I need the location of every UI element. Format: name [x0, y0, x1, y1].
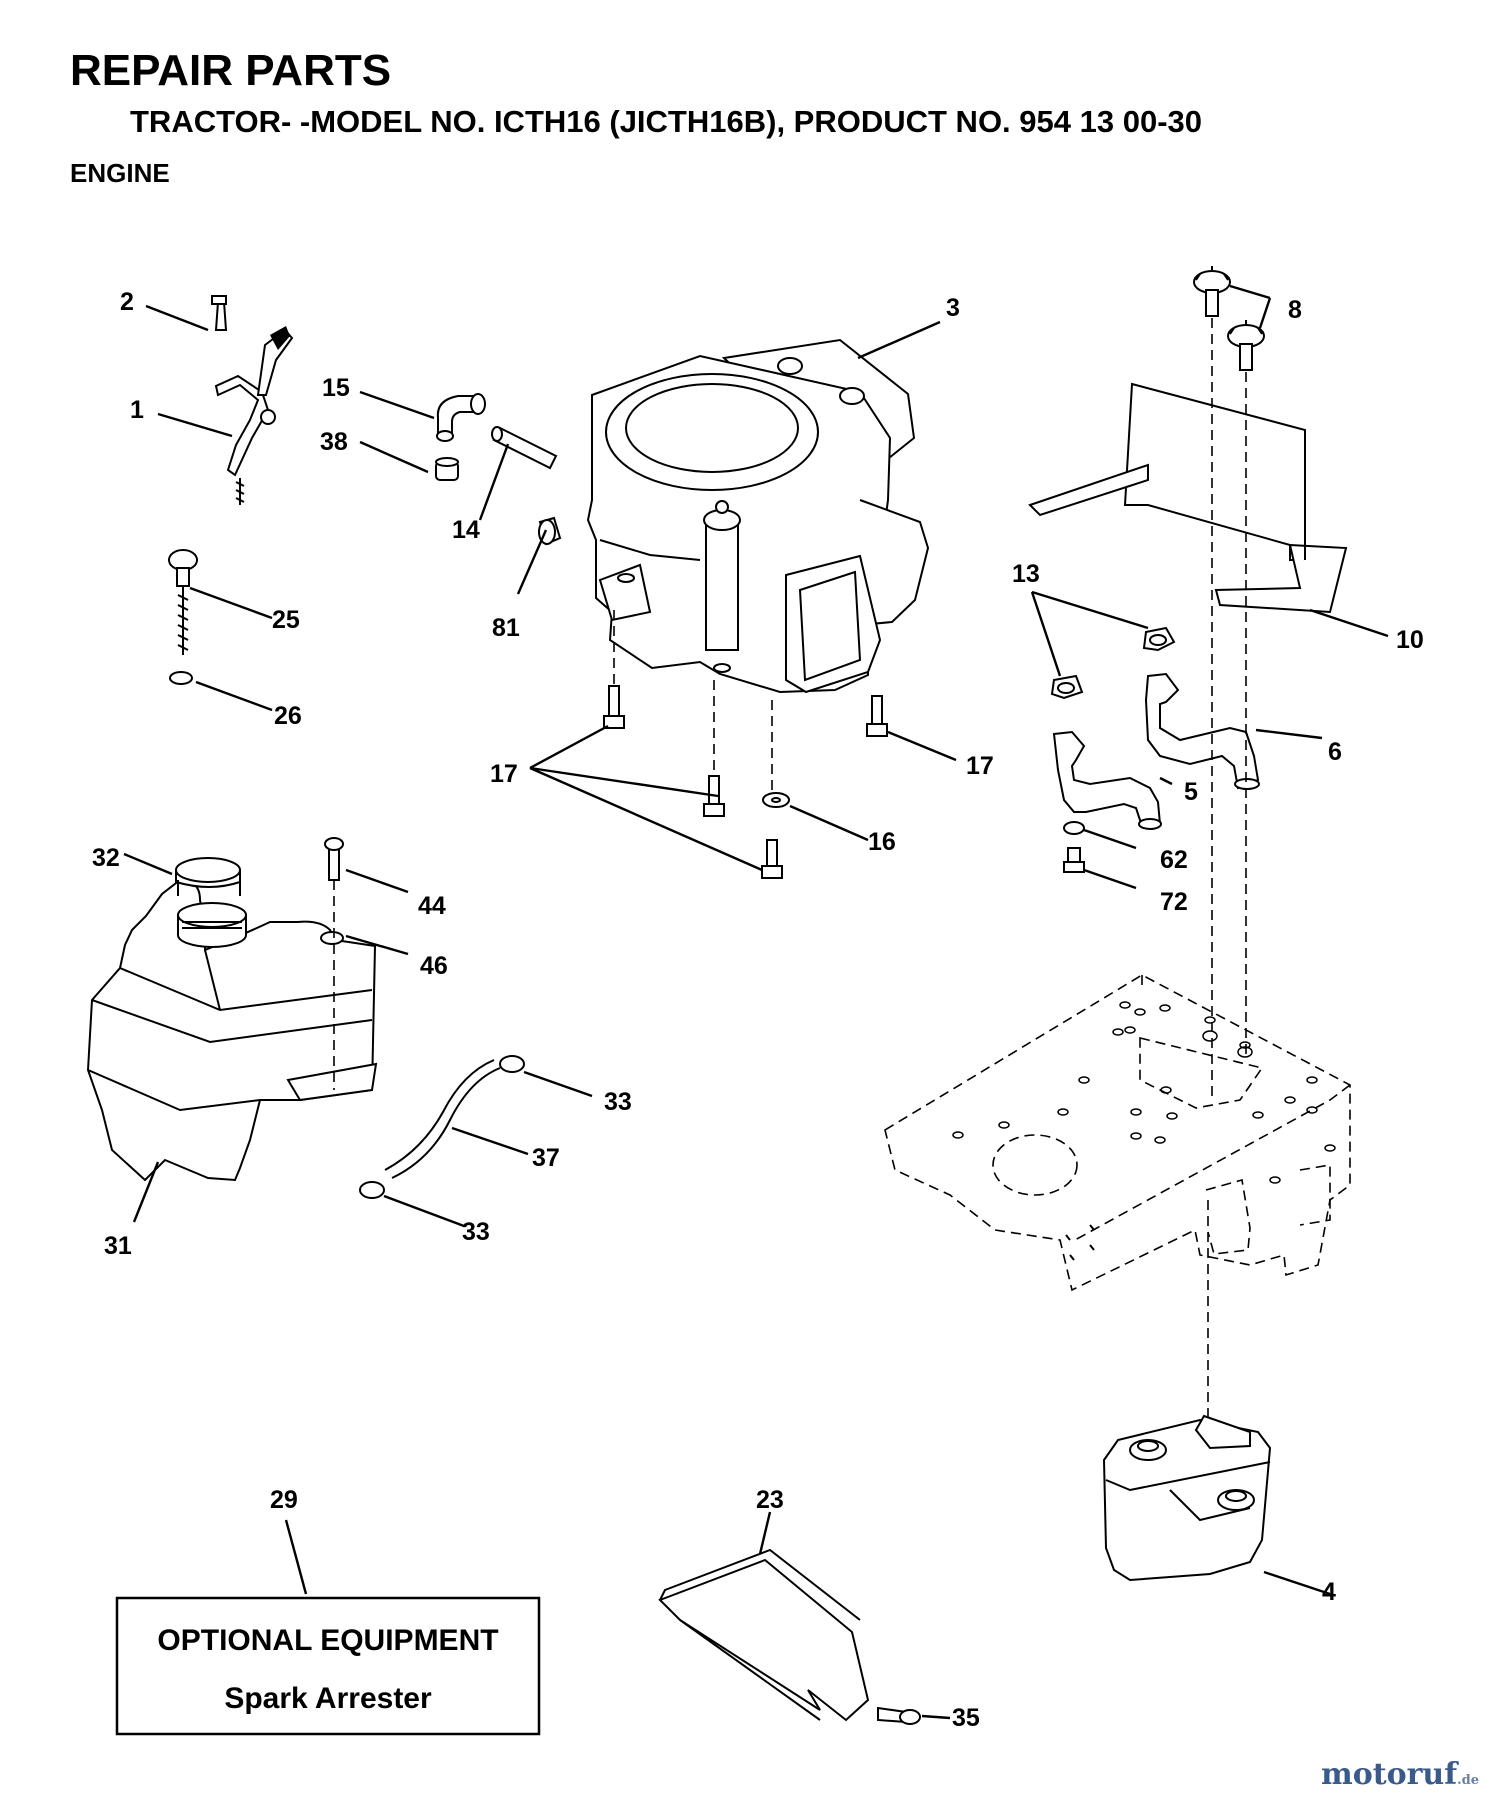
- shield-screws-part: [1193, 266, 1265, 371]
- engine-bolts-part: [603, 610, 888, 879]
- muffler-part: [1102, 1200, 1272, 1582]
- callout-38: 38: [320, 428, 348, 456]
- model-subtitle: TRACTOR- -MODEL NO. ICTH16 (JICTH16B), P…: [130, 104, 1202, 139]
- watermark-logo: motoruf.de: [1321, 1757, 1479, 1792]
- callout-3: 3: [946, 294, 960, 322]
- callout-5: 5: [1184, 778, 1198, 806]
- fuel-fittings-part: [435, 393, 607, 546]
- page-title: REPAIR PARTS: [70, 46, 392, 95]
- callout-8: 8: [1288, 296, 1302, 324]
- callout-62: 62: [1160, 846, 1188, 874]
- exhaust-pipes-part: [1050, 626, 1260, 873]
- throttle-control-part: [211, 295, 294, 505]
- callout-17a: 17: [490, 760, 518, 788]
- callout-labels: 2 1 3 15 38 14 81 8 13 10 6 5 62 72 25 2…: [92, 288, 1424, 1732]
- callout-33b: 33: [462, 1218, 490, 1246]
- heat-shield-part: [1028, 382, 1348, 614]
- callout-6: 6: [1328, 738, 1342, 766]
- tractor-frame-outline: [884, 974, 1351, 1292]
- callout-17b: 17: [966, 752, 994, 780]
- optional-equipment-heading: OPTIONAL EQUIPMENT: [157, 1624, 498, 1657]
- callout-1: 1: [130, 396, 144, 424]
- callout-33a: 33: [604, 1088, 632, 1116]
- callout-10: 10: [1396, 626, 1424, 654]
- optional-equipment-item: Spark Arrester: [224, 1682, 432, 1715]
- callout-81: 81: [492, 614, 520, 642]
- callout-46: 46: [420, 952, 448, 980]
- callout-16: 16: [868, 828, 896, 856]
- callout-32: 32: [92, 844, 120, 872]
- section-heading: ENGINE: [70, 158, 170, 188]
- callout-29: 29: [270, 1486, 298, 1514]
- choke-knob-part: [168, 549, 198, 685]
- frame-holes: [952, 1001, 1336, 1184]
- optional-equipment-box: OPTIONAL EQUIPMENT Spark Arrester: [115, 1596, 541, 1736]
- callout-25: 25: [272, 606, 300, 634]
- watermark-brand: motoruf: [1320, 1757, 1458, 1792]
- leader-lines: [123, 284, 1389, 1720]
- callout-15: 15: [322, 374, 350, 402]
- engine-part: [586, 338, 930, 694]
- callout-35: 35: [952, 1704, 980, 1732]
- fuel-line-part: [359, 1055, 525, 1199]
- callout-23: 23: [756, 1486, 784, 1514]
- callout-13: 13: [1012, 560, 1040, 588]
- callout-37: 37: [532, 1144, 560, 1172]
- callout-2: 2: [120, 288, 134, 316]
- spark-arrester-part: [658, 1548, 921, 1725]
- callout-4: 4: [1322, 1578, 1336, 1606]
- callout-44: 44: [418, 892, 446, 920]
- callout-31: 31: [104, 1232, 132, 1260]
- callout-14: 14: [452, 516, 480, 544]
- callout-26: 26: [274, 702, 302, 730]
- fuel-tank-part: [86, 837, 378, 1182]
- callout-72: 72: [1160, 888, 1188, 916]
- watermark-suffix: .de: [1457, 1773, 1479, 1788]
- alignment-lines: [1211, 318, 1247, 1100]
